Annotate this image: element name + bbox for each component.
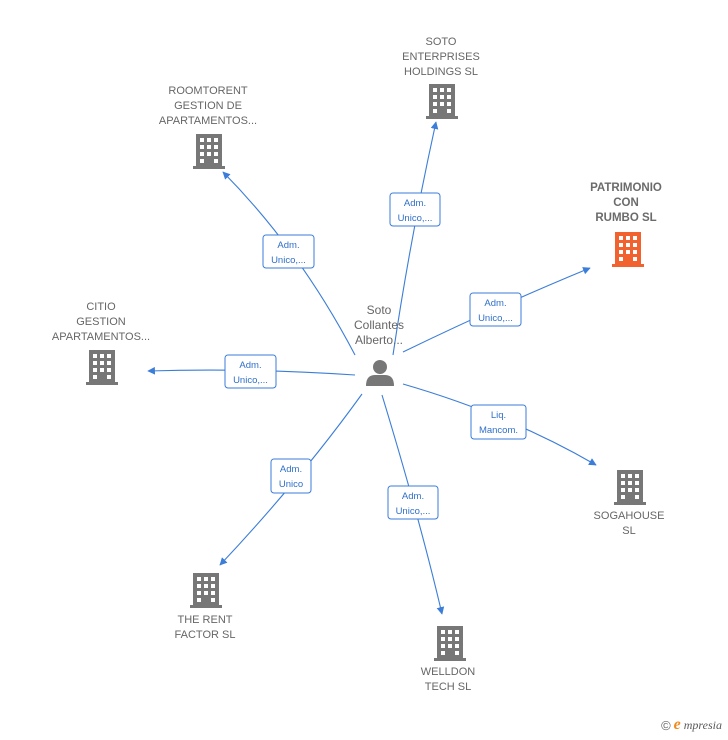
person-icon bbox=[366, 360, 394, 386]
brand-logo-text: mpresia bbox=[683, 717, 722, 732]
edge-label-text: Adm. bbox=[404, 198, 426, 209]
edge-label-text: Unico,... bbox=[396, 506, 431, 517]
edge-label-the-rent-factor[interactable]: Adm. Unico bbox=[270, 458, 312, 494]
company-node-citio[interactable]: CITIO GESTION APARTAMENTOS... bbox=[52, 301, 150, 385]
edge-label-box bbox=[470, 404, 527, 440]
edge-label-text: Unico,... bbox=[233, 375, 268, 386]
edge-label-box bbox=[389, 192, 441, 227]
edge-label-text: Adm. bbox=[280, 464, 302, 475]
company-label-line: SOGAHOUSE bbox=[594, 510, 665, 522]
edge-label-box bbox=[387, 485, 439, 520]
edge-label-box bbox=[469, 292, 522, 327]
company-node-soto-enterprises[interactable]: SOTO ENTERPRISES HOLDINGS SL bbox=[402, 36, 480, 119]
company-label-line: FACTOR SL bbox=[175, 629, 236, 641]
edge-label-text: Liq. bbox=[491, 410, 506, 421]
building-icon bbox=[612, 232, 644, 267]
brand-logo-initial: e bbox=[673, 716, 681, 733]
edge-label-citio[interactable]: Adm. Unico,... bbox=[224, 354, 277, 389]
edge-label-text: Unico,... bbox=[271, 255, 306, 266]
company-label-line: APARTAMENTOS... bbox=[159, 115, 257, 127]
company-label-line: RUMBO SL bbox=[595, 212, 656, 224]
edge-label-sogahouse[interactable]: Liq. Mancom. bbox=[470, 404, 527, 440]
building-icon bbox=[190, 573, 222, 608]
company-label-line: CITIO bbox=[86, 301, 116, 313]
company-node-welldon[interactable]: WELLDON TECH SL bbox=[421, 626, 475, 693]
center-person-node[interactable]: SotoCollantesAlberto... bbox=[354, 303, 404, 386]
company-node-the-rent-factor[interactable]: THE RENT FACTOR SL bbox=[175, 573, 236, 641]
edges-layer: Adm.Unico,...Adm.Unico,...Adm.Unico,...A… bbox=[147, 121, 597, 615]
edge-label-welldon[interactable]: Adm. Unico,... bbox=[387, 485, 439, 520]
edge-label-text: Adm. bbox=[402, 491, 424, 502]
company-label-line: APARTAMENTOS... bbox=[52, 331, 150, 343]
edge-label-text: Unico,... bbox=[478, 313, 513, 324]
company-label-line: CON bbox=[613, 197, 639, 209]
company-label-line: PATRIMONIO bbox=[590, 182, 662, 194]
copyright-symbol: © bbox=[661, 717, 671, 733]
company-label-line: SL bbox=[622, 525, 635, 537]
edge-label-box bbox=[262, 234, 315, 269]
company-label-line: HOLDINGS SL bbox=[404, 66, 478, 78]
edge-label-box bbox=[224, 354, 277, 389]
edge-label-text: Unico,... bbox=[398, 213, 433, 224]
company-label-line: SOTO bbox=[426, 36, 457, 48]
company-label-line: ENTERPRISES bbox=[402, 51, 480, 63]
building-icon bbox=[193, 134, 225, 169]
company-label-line: TECH SL bbox=[425, 681, 471, 693]
edge-label-text: Mancom. bbox=[479, 425, 518, 436]
center-label-line: Alberto... bbox=[355, 333, 403, 347]
center-label-line: Soto bbox=[367, 303, 392, 317]
company-node-sogahouse[interactable]: SOGAHOUSE SL bbox=[594, 470, 665, 537]
edge-label-box bbox=[270, 458, 312, 494]
edge-label-soto-enterprises[interactable]: Adm. Unico,... bbox=[389, 192, 441, 227]
edge-label-text: Adm. bbox=[484, 298, 506, 309]
building-icon bbox=[614, 470, 646, 505]
edge-soto-enterprises bbox=[392, 121, 439, 356]
building-icon bbox=[86, 350, 118, 385]
company-node-patrimonio[interactable]: PATRIMONIO CON RUMBO SL bbox=[590, 182, 662, 267]
building-icon bbox=[426, 84, 458, 119]
edge-label-roomtorent[interactable]: Adm. Unico,... bbox=[262, 234, 315, 269]
company-label-line: WELLDON bbox=[421, 666, 475, 678]
company-label-line: GESTION bbox=[76, 316, 126, 328]
edge-label-text: Adm. bbox=[239, 360, 261, 371]
company-label-line: ROOMTORENT bbox=[168, 85, 248, 97]
edge-label-patrimonio[interactable]: Adm. Unico,... bbox=[469, 292, 522, 327]
company-label-line: GESTION DE bbox=[174, 100, 242, 112]
company-node-roomtorent[interactable]: ROOMTORENT GESTION DE APARTAMENTOS... bbox=[159, 85, 257, 169]
company-label-line: THE RENT bbox=[178, 614, 233, 626]
edge-label-text: Adm. bbox=[277, 240, 299, 251]
center-label-line: Collantes bbox=[354, 318, 404, 332]
building-icon bbox=[434, 626, 466, 661]
edge-label-text: Unico bbox=[279, 479, 303, 490]
